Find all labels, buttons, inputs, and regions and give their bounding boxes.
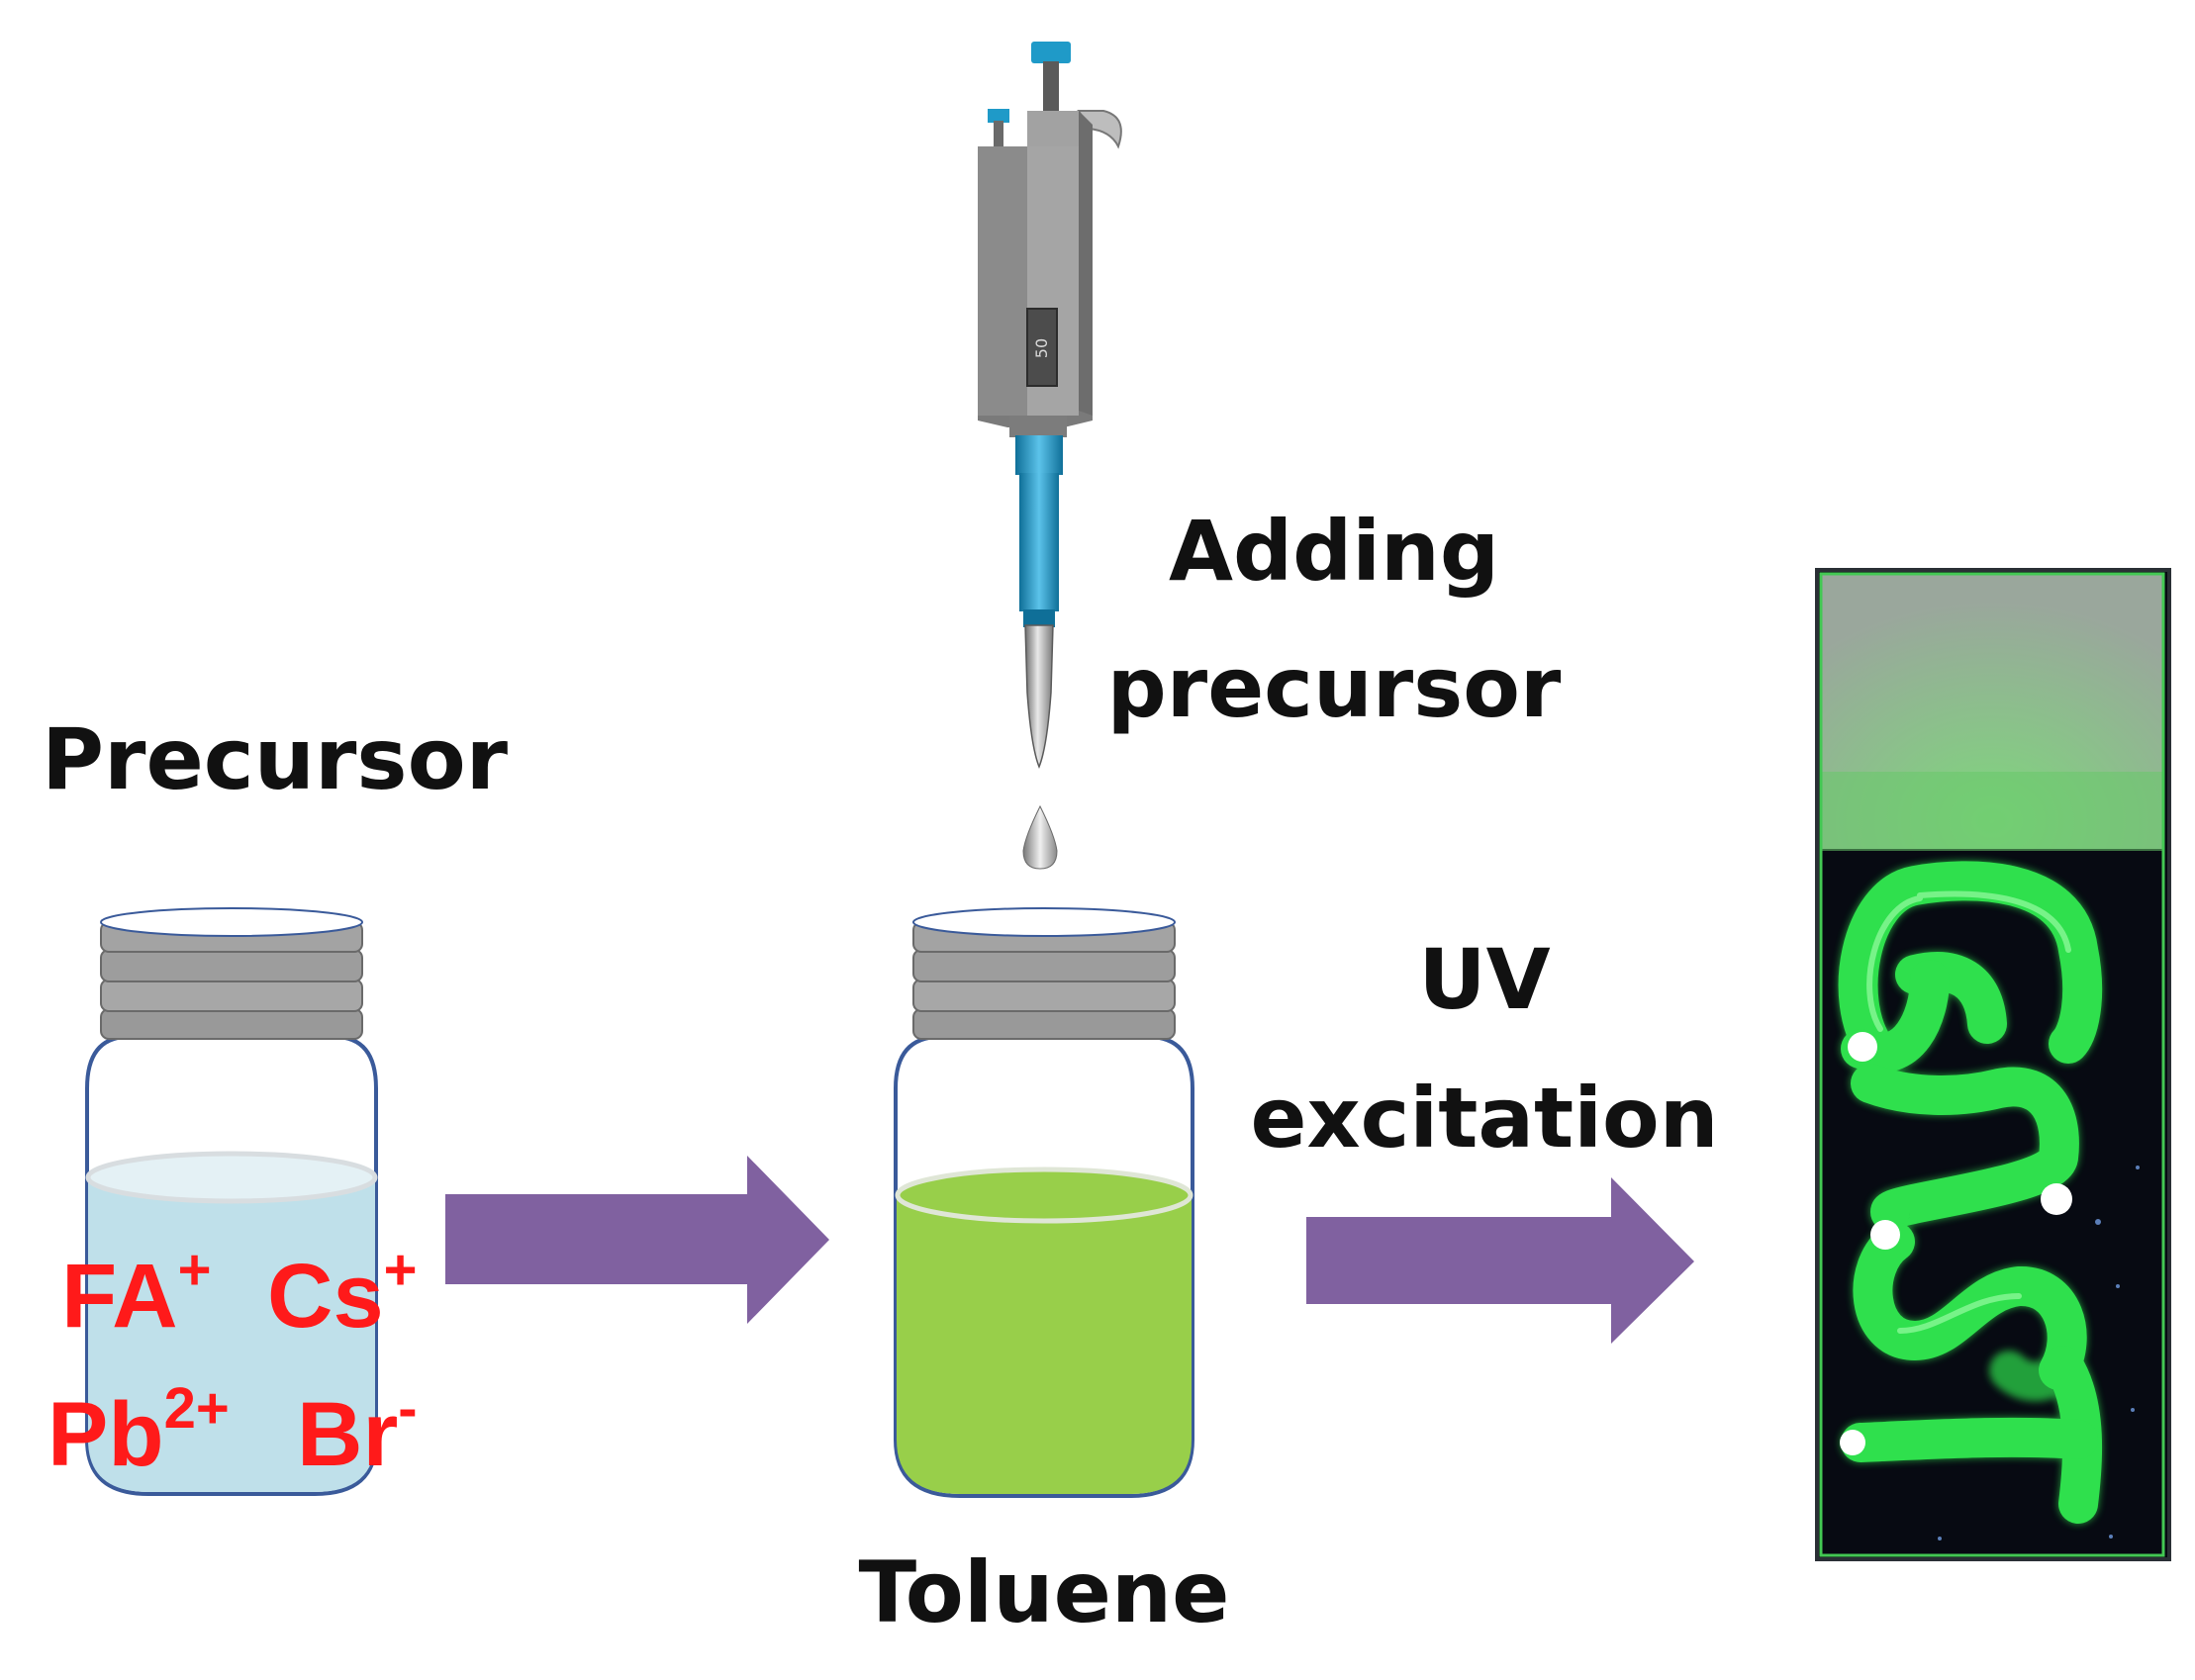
- ion-br-symbol: Br: [297, 1384, 399, 1485]
- ion-cs-charge: +: [383, 1238, 418, 1302]
- toluene-label: Toluene: [858, 1543, 1230, 1642]
- toluene-vial-icon: [894, 907, 1194, 1498]
- ion-fa: FA+: [61, 1242, 211, 1343]
- ion-cs: Cs+: [267, 1242, 417, 1343]
- precursor-vial-icon: [85, 907, 378, 1496]
- uv-label-line2: excitation: [1250, 1070, 1719, 1167]
- arrow-right-icon-2: [1306, 1177, 1694, 1344]
- ion-pb-symbol: Pb: [48, 1384, 164, 1485]
- droplet-icon: [1022, 804, 1058, 870]
- ion-br: Br-: [297, 1380, 418, 1481]
- ion-fa-symbol: FA: [61, 1246, 178, 1347]
- adding-label-line2: precursor: [1106, 639, 1562, 736]
- pipette-icon: [978, 42, 1122, 770]
- uv-label-line1: UV: [1418, 931, 1551, 1028]
- precursor-label: Precursor: [42, 710, 509, 809]
- adding-label-line1: Adding: [1169, 503, 1499, 600]
- arrow-right-icon: [445, 1156, 829, 1324]
- ion-br-charge: -: [398, 1376, 418, 1441]
- pipette-volume-display: 50: [1032, 337, 1051, 359]
- glass-slide-photo: [1815, 568, 2171, 1561]
- uv-excitation-label: UV excitation: [1227, 910, 1742, 1187]
- ion-pb: Pb2+: [48, 1380, 230, 1481]
- ion-cs-symbol: Cs: [267, 1246, 384, 1347]
- adding-precursor-label: Adding precursor: [1097, 483, 1572, 756]
- ion-fa-charge: +: [177, 1238, 212, 1302]
- ion-pb-charge: 2+: [163, 1376, 230, 1441]
